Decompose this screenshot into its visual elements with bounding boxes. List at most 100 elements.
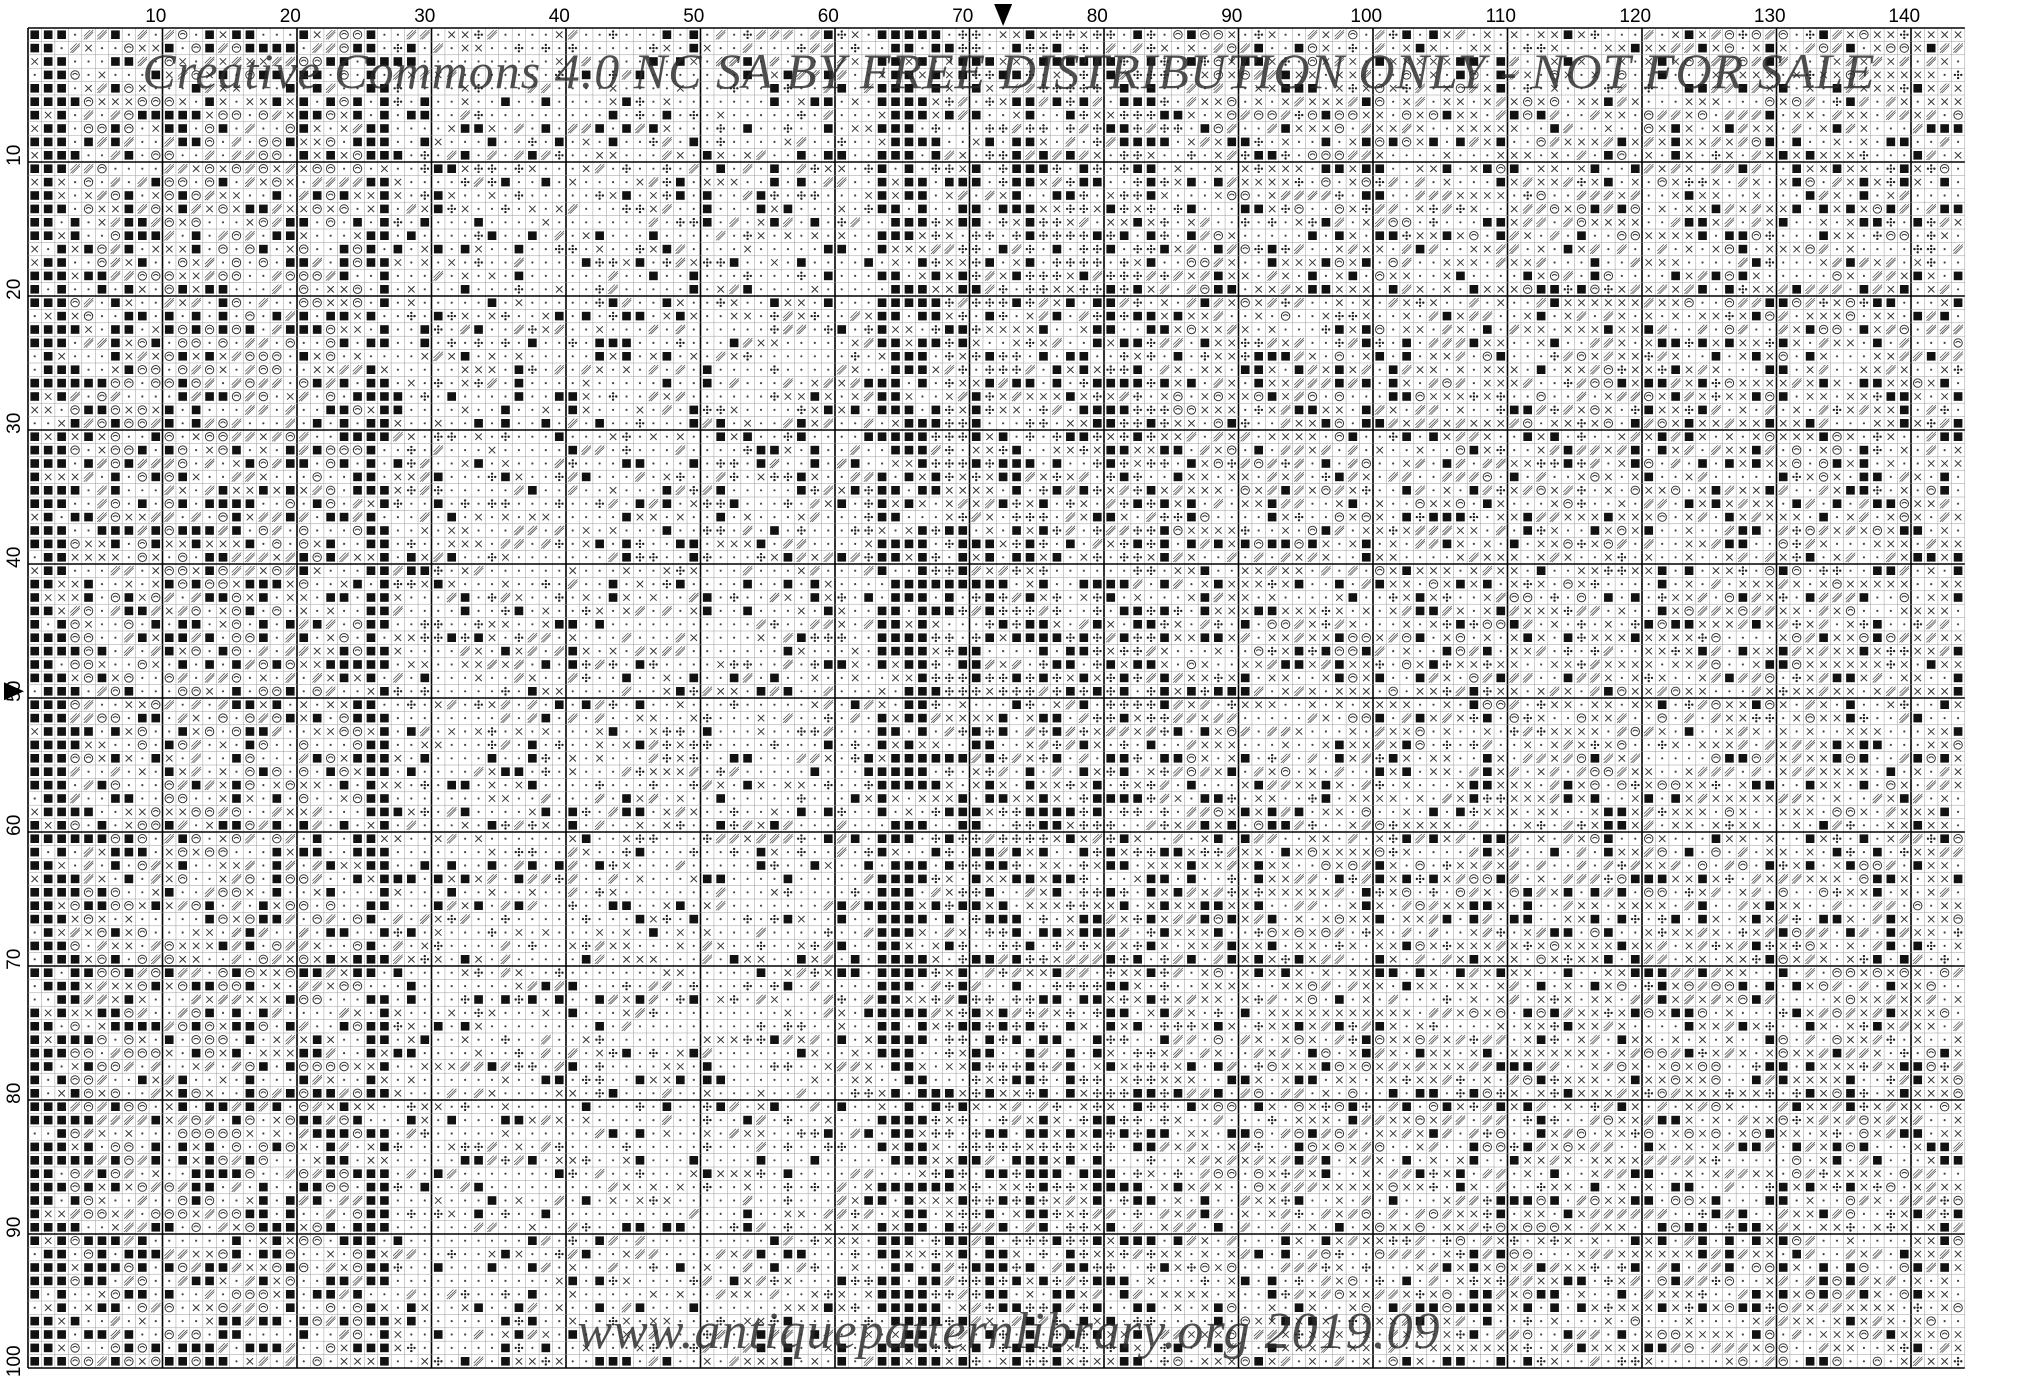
cross-icon — [1699, 206, 1705, 212]
cross-icon — [1672, 447, 1678, 453]
diagonal-hatch-icon — [205, 57, 214, 66]
dot-icon — [935, 194, 937, 196]
cross-icon — [179, 300, 185, 306]
diamond-dots-icon — [1053, 258, 1062, 267]
dot-icon — [1863, 342, 1865, 344]
filled-square-icon — [542, 419, 551, 428]
dot-icon — [1325, 342, 1327, 344]
diagonal-hatch-icon — [286, 164, 295, 173]
diagonal-hatch-icon — [1657, 285, 1666, 294]
swirl-icon — [98, 165, 106, 173]
dot-icon — [397, 449, 399, 451]
filled-square-icon — [703, 379, 712, 388]
filled-square-icon — [44, 205, 53, 214]
diagonal-hatch-icon — [1160, 365, 1169, 374]
filled-square-icon — [891, 285, 900, 294]
cross-icon — [1753, 179, 1759, 185]
cross-icon — [1740, 447, 1746, 453]
diagonal-hatch-icon — [1496, 244, 1505, 253]
cross-icon — [1672, 233, 1678, 239]
filled-square-icon — [568, 446, 577, 455]
cross-icon — [1605, 300, 1611, 306]
diagonal-hatch-icon — [326, 43, 335, 52]
diamond-dots-icon — [716, 138, 725, 147]
swirl-icon — [1214, 31, 1222, 39]
filled-square-icon — [595, 419, 604, 428]
cross-icon — [1444, 179, 1450, 185]
filled-square-icon — [44, 352, 53, 361]
cross-icon — [1323, 58, 1329, 64]
filled-square-icon — [891, 97, 900, 106]
filled-square-icon — [353, 432, 362, 441]
diamond-dots-icon — [1281, 298, 1290, 307]
dot-icon — [625, 476, 627, 478]
diagonal-hatch-icon — [434, 352, 443, 361]
filled-square-icon — [1685, 419, 1694, 428]
filled-square-icon — [380, 124, 389, 133]
cross-icon — [1202, 367, 1208, 373]
dot-icon — [1231, 208, 1233, 210]
dot-icon — [652, 288, 654, 290]
cross-icon — [1646, 259, 1652, 265]
cross-icon — [1269, 32, 1275, 38]
swirl-icon — [300, 285, 308, 293]
dot-icon — [612, 60, 614, 62]
swirl-icon — [1846, 71, 1854, 79]
dot-icon — [451, 101, 453, 103]
cross-icon — [1296, 219, 1302, 225]
cross-icon — [1901, 447, 1907, 453]
filled-square-icon — [905, 298, 914, 307]
cross-icon — [260, 447, 266, 453]
dot-icon — [249, 275, 251, 277]
filled-square-icon — [1618, 138, 1627, 147]
cross-icon — [583, 393, 589, 399]
diamond-dots-icon — [958, 245, 967, 254]
filled-square-icon — [420, 325, 429, 334]
filled-square-icon — [367, 30, 376, 39]
diamond-dots-icon — [1079, 111, 1088, 120]
dot-icon — [1150, 302, 1152, 304]
diagonal-hatch-icon — [810, 30, 819, 39]
diagonal-hatch-icon — [1886, 271, 1895, 280]
dot-icon — [343, 476, 345, 478]
diagonal-hatch-icon — [568, 472, 577, 481]
filled-square-icon — [434, 473, 443, 482]
diamond-dots-icon — [1523, 84, 1532, 93]
dot-icon — [1594, 87, 1596, 89]
filled-square-icon — [1429, 138, 1438, 147]
dot-icon — [182, 436, 184, 438]
cross-icon — [1081, 420, 1087, 426]
dot-icon — [1486, 208, 1488, 210]
cross-icon — [475, 434, 481, 440]
dot-icon — [491, 60, 493, 62]
filled-square-icon — [918, 111, 927, 120]
cross-icon — [45, 434, 51, 440]
dot-icon — [962, 235, 964, 237]
dot-icon — [155, 141, 157, 143]
dot-icon — [1379, 261, 1381, 263]
diamond-dots-icon — [1765, 231, 1774, 240]
filled-square-icon — [797, 419, 806, 428]
cross-icon — [1941, 300, 1947, 306]
dot-icon — [47, 248, 49, 250]
filled-square-icon — [1335, 473, 1344, 482]
swirl-icon — [1295, 205, 1303, 213]
filled-square-icon — [743, 432, 752, 441]
dot-icon — [827, 315, 829, 317]
diagonal-hatch-icon — [1819, 365, 1828, 374]
filled-square-icon — [30, 432, 39, 441]
diagonal-hatch-icon — [1953, 244, 1962, 253]
dot-icon — [1298, 275, 1300, 277]
cross-icon — [1255, 179, 1261, 185]
dot-icon — [437, 369, 439, 371]
filled-square-icon — [703, 218, 712, 227]
cross-icon — [1713, 99, 1719, 105]
cross-icon — [139, 286, 145, 292]
cross-icon — [1202, 72, 1208, 78]
filled-square-icon — [1133, 164, 1142, 173]
filled-square-icon — [98, 406, 107, 415]
filled-square-icon — [1053, 312, 1062, 321]
cross-icon — [233, 460, 239, 466]
dot-icon — [1728, 181, 1730, 183]
dot-icon — [1580, 74, 1582, 76]
